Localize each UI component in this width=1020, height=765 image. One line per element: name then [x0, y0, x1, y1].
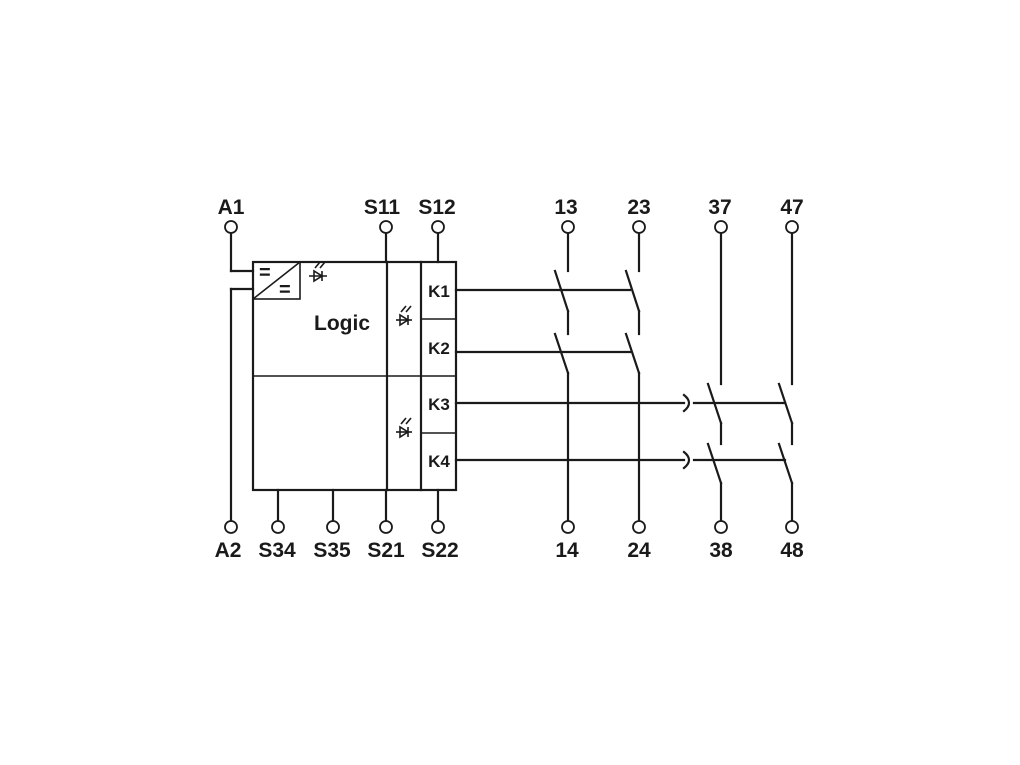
terminal-label-13: 13	[554, 196, 577, 219]
terminal-circle-icon	[379, 520, 393, 534]
normally-open-contact-icon	[553, 231, 570, 522]
terminal-label-s34: S34	[258, 539, 296, 562]
terminal-label-s11: S11	[364, 196, 401, 219]
relay-action-lines	[454, 288, 787, 470]
terminal-circle-icon	[785, 520, 799, 534]
relay-label-k4: K4	[428, 452, 450, 471]
terminal-label-s35: S35	[313, 539, 351, 562]
terminal-circle-icon	[326, 520, 340, 534]
terminal-circle-icon	[632, 220, 646, 234]
terminal-circle-icon	[632, 520, 646, 534]
terminal-circle-icon	[561, 220, 575, 234]
relay-label-k1: K1	[428, 282, 450, 301]
terminal-label-38: 38	[709, 539, 733, 562]
terminal-circle-icon	[431, 220, 445, 234]
led-icon	[396, 417, 412, 439]
converter-symbol-in: =	[259, 262, 271, 284]
power-supply-wiring	[229, 231, 255, 522]
logic-module-block	[251, 260, 458, 492]
terminal-circle-icon	[224, 520, 238, 534]
terminal-label-s12: S12	[418, 196, 455, 219]
terminal-circle-icon	[785, 220, 799, 234]
terminal-label-24: 24	[627, 539, 651, 562]
led-icon	[309, 261, 327, 283]
terminal-label-a1: A1	[218, 196, 245, 219]
delayed-contact-icon	[777, 231, 794, 522]
terminal-circle-icon	[379, 220, 393, 234]
terminal-circle-icon	[714, 220, 728, 234]
terminal-label-23: 23	[627, 196, 650, 219]
terminal-circle-icon	[431, 520, 445, 534]
terminal-circle-icon	[224, 220, 238, 234]
terminal-label-48: 48	[780, 539, 804, 562]
terminal-label-s22: S22	[421, 539, 458, 562]
terminal-circle-icon	[561, 520, 575, 534]
normally-open-contact-icon	[624, 231, 641, 522]
led-icon	[396, 305, 412, 327]
dc-dc-converter-icon: = =	[252, 261, 301, 301]
converter-symbol-out: =	[279, 279, 291, 301]
terminal-label-14: 14	[555, 539, 579, 562]
terminal-label-47: 47	[780, 196, 803, 219]
terminal-circle-icon	[271, 520, 285, 534]
terminal-circle-icon	[714, 520, 728, 534]
input-wiring	[276, 231, 440, 522]
terminal-label-s21: S21	[367, 539, 405, 562]
relay-label-k2: K2	[428, 339, 450, 358]
terminal-label-a2: A2	[215, 539, 242, 562]
relay-label-k3: K3	[428, 395, 450, 414]
delayed-contact-icon	[706, 231, 723, 522]
terminal-label-37: 37	[708, 196, 731, 219]
logic-label: Logic	[314, 312, 370, 335]
